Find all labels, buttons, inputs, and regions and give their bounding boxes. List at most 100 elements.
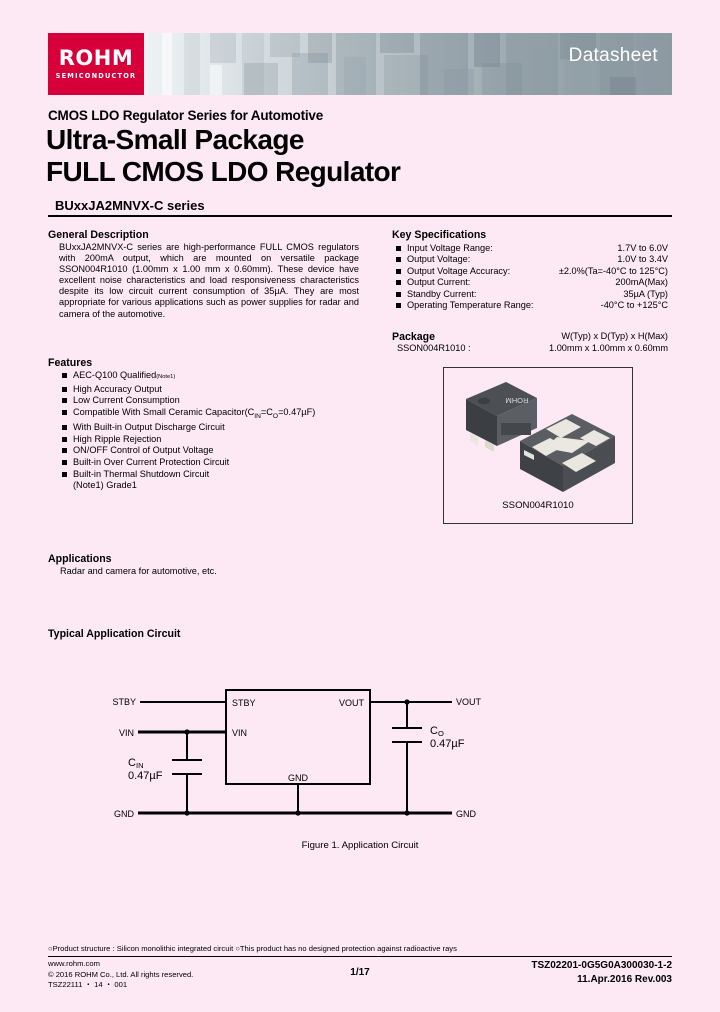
package-heading: Package [392,331,435,343]
package-photo: ROHM SSON004R1010 [443,367,633,524]
circuit-cap-o-value: 0.47µF [430,738,465,750]
package-chip-top-view: ROHM [466,382,537,452]
key-spec-label: Output Voltage: [407,254,471,265]
footer-tsz-code: TSZ02201-0G5G0A300030-1-2 [531,960,672,971]
square-bullet-icon [62,436,67,442]
junction-dot-vout [404,699,410,705]
package-photo-caption: SSON004R1010 [502,500,574,511]
feature-row: High Ripple Rejection [62,434,372,446]
key-spec-value: 35µA (Typ) [623,288,668,299]
footer-doc-code: TSZ22111 ・ 14 ・ 001 [48,980,128,989]
square-bullet-icon [62,398,67,404]
key-spec-row: Standby Current: 35µA (Typ) [396,289,668,300]
footer-copyright: © 2016 ROHM Co., Ltd. All rights reserve… [48,969,194,979]
feature-label: AEC-Q100 Qualified [73,370,157,380]
key-spec-value: 1.7V to 6.0V [617,243,668,253]
key-spec-label: Output Current: [407,277,471,288]
figure-caption: Figure 1. Application Circuit [301,840,419,851]
page-header-banner: ROHM SEMICONDUCTOR [48,33,672,95]
junction-dot-gnd-left [184,810,190,816]
junction-dot-gnd-right [404,810,410,816]
square-bullet-icon [396,246,401,251]
junction-dot-vin [184,729,190,735]
general-description-heading: General Description [48,229,149,241]
footer-divider [48,956,672,957]
circuit-label-vin-external: VIN [119,728,134,738]
square-bullet-icon [62,425,67,431]
series-divider [48,215,672,217]
circuit-pin-vout: VOUT [339,698,365,708]
datasheet-label: Datasheet [568,45,658,66]
feature-row: Built-in Over Current Protection Circuit [62,457,372,469]
features-list: AEC-Q100 Qualified(Note1)High Accuracy O… [62,370,372,492]
feature-label: High Ripple Rejection [73,433,162,444]
rohm-logo-tagline: SEMICONDUCTOR [55,72,137,80]
feature-row: With Built-in Output Discharge Circuit [62,422,372,434]
footer-page-number: 1/17 [350,967,370,978]
svg-text:ROHM: ROHM [506,396,529,405]
circuit-cap-in-name: CIN [128,757,144,770]
square-bullet-icon [396,257,401,263]
square-bullet-icon [396,291,401,297]
square-bullet-icon [62,386,67,392]
key-spec-row: Output Current: 200mA(Max) [396,277,668,288]
key-spec-label: Standby Current: [407,288,477,299]
key-spec-row: Output Voltage Accuracy: ±2.0%(Ta=-40°C t… [396,266,668,277]
circuit-cap-in-value: 0.47µF [128,770,163,782]
feature-row: Low Current Consumption [62,395,372,407]
feature-label: Built-in Over Current Protection Circuit [73,456,230,467]
page-title-line-2: FULL CMOS LDO Regulator [46,156,401,187]
footer-website[interactable]: www.rohm.com [48,959,100,968]
features-heading: Features [48,357,93,369]
key-spec-value: 200mA(Max) [615,277,668,288]
feature-row: AEC-Q100 Qualified(Note1) [62,370,372,384]
applications-body: Radar and camera for automotive, etc. [60,566,217,576]
footer-revision: 11.Apr.2016 Rev.003 [577,974,672,985]
square-bullet-icon [62,459,67,465]
general-description-body: BUxxJA2MNVX-C series are high-performanc… [59,242,359,319]
features-note: (Note1) Grade1 [73,480,137,491]
circuit-cap-o-name: CO [430,725,444,738]
circuit-label-vout-external: VOUT [456,697,482,707]
square-bullet-icon [62,409,67,415]
key-spec-value: ±2.0%(Ta=-40°C to 125°C) [558,265,668,276]
package-chip-bottom-view [520,414,615,492]
feature-note-superscript: (Note1) [156,374,176,380]
square-bullet-icon [62,373,67,378]
feature-label: ON/OFF Control of Output Voltage [73,445,214,456]
footer-right-block: TSZ02201-0G5G0A300030-1-2 11.Apr.2016 Re… [531,959,672,987]
key-spec-row: Input Voltage Range: 1.7V to 6.0V [396,243,668,254]
page-title-line-1: Ultra-Small Package [46,124,304,155]
footer-left-block: www.rohm.com © 2016 ROHM Co., Ltd. All r… [48,959,193,991]
key-spec-label: Output Voltage Accuracy: [407,265,511,276]
package-name: SSON004R1010 : [397,343,471,353]
circuit-pin-vin: VIN [232,728,247,738]
rohm-logo-wordmark: ROHM [58,46,134,70]
package-illustration-svg: ROHM [466,382,615,492]
feature-row: Built-in Thermal Shutdown Circuit [62,469,372,481]
typical-application-circuit-heading: Typical Application Circuit [48,628,181,640]
key-spec-label: Input Voltage Range: [407,243,493,253]
application-circuit-diagram: STBY VIN GND STBY VIN VOUT GND VOUT GND … [100,680,490,835]
circuit-pin-gnd: GND [288,773,309,783]
circuit-label-gnd-right: GND [456,809,477,819]
footer-product-notes: ○Product structure : Silicon monolithic … [48,944,457,953]
square-bullet-icon [396,303,401,309]
feature-label: Low Current Consumption [73,395,180,406]
key-spec-row: Output Voltage:1.0V to 3.4V [396,254,668,265]
rohm-logo: ROHM SEMICONDUCTOR [48,33,144,95]
circuit-label-stby-external: STBY [112,697,136,707]
application-circuit-svg: STBY VIN GND STBY VIN VOUT GND VOUT GND … [112,689,482,819]
key-specifications-heading: Key Specifications [392,229,487,241]
feature-label: High Accuracy Output [73,383,162,394]
banner-mosaic-graphic: Datasheet [144,33,672,95]
applications-heading: Applications [48,553,112,565]
square-bullet-icon [62,448,67,454]
feature-row: ON/OFF Control of Output Voltage [62,445,372,457]
circuit-pin-stby: STBY [232,698,256,708]
circuit-label-gnd-left: GND [114,809,135,819]
feature-label: With Built-in Output Discharge Circuit [73,422,225,433]
key-spec-row: Operating Temperature Range:-40°C to +12… [396,300,668,311]
